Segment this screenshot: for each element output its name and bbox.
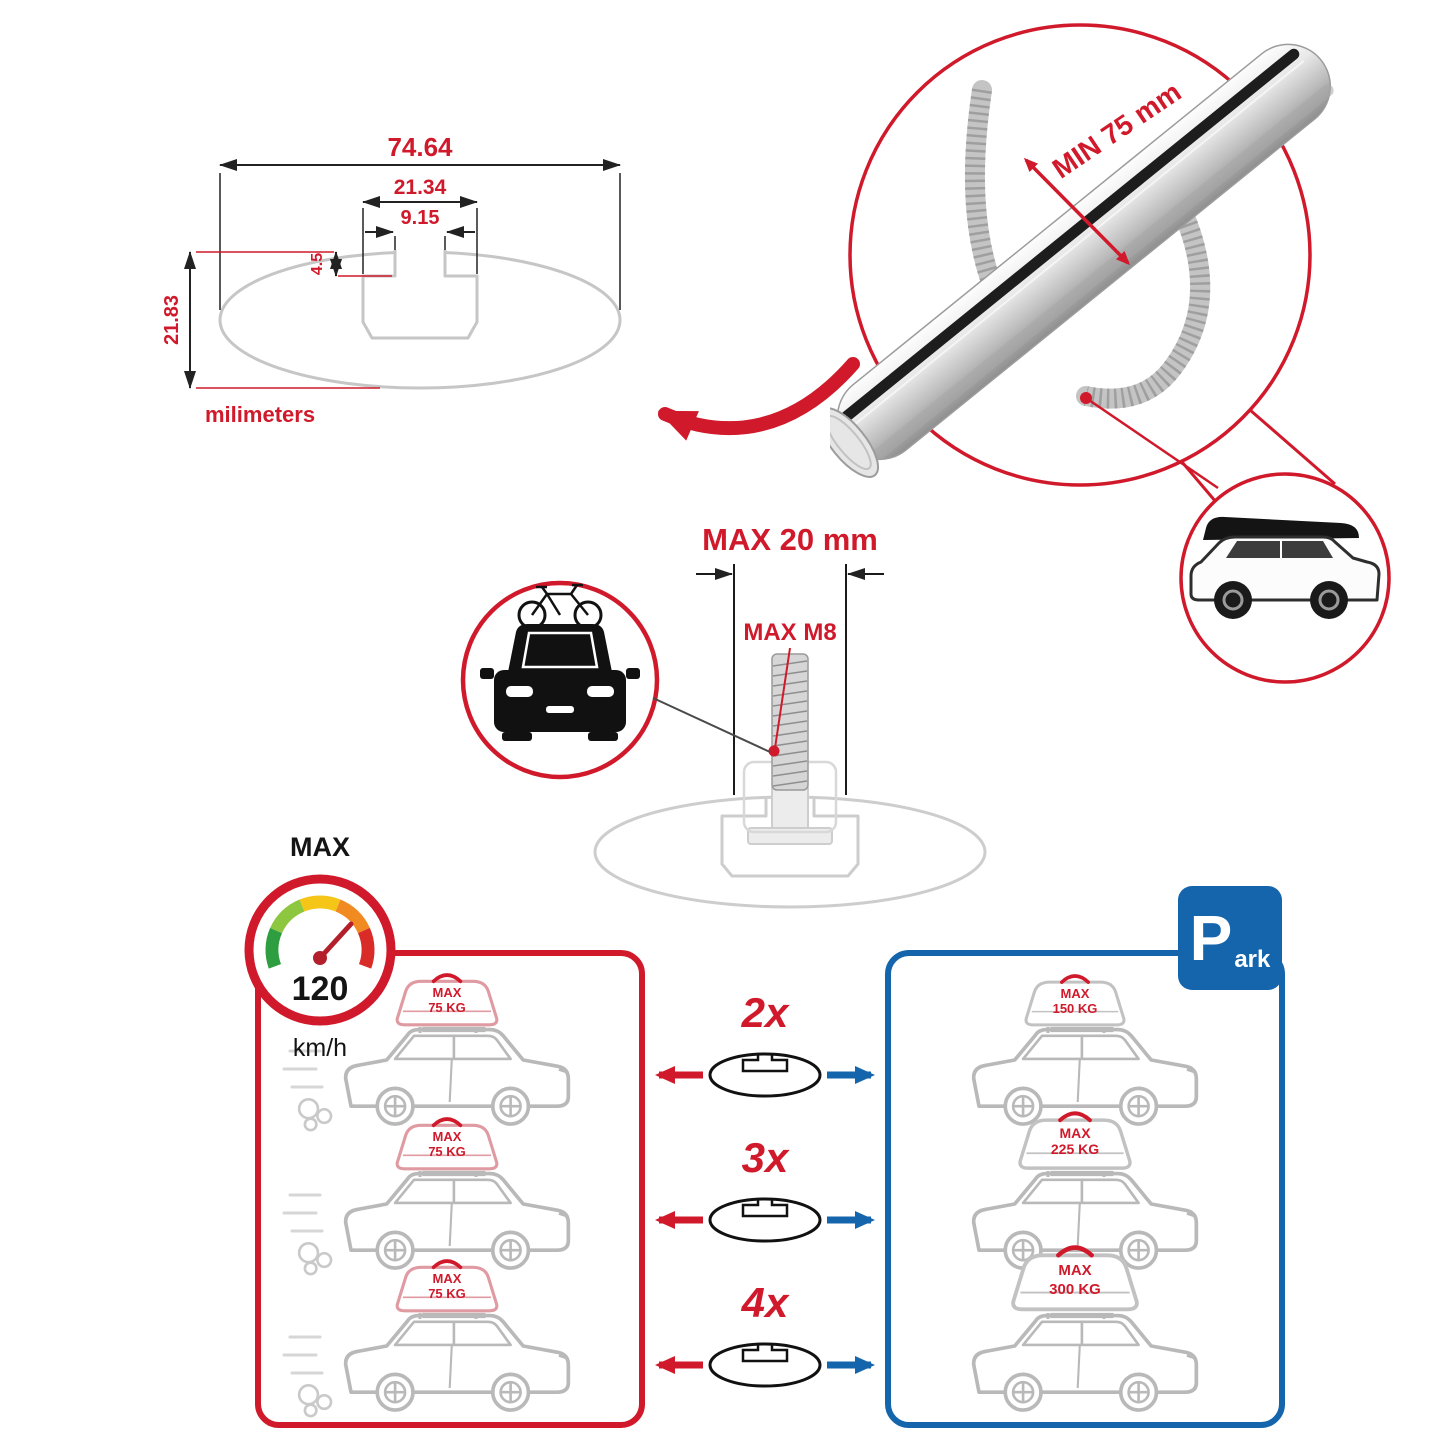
gauge-pivot	[313, 951, 327, 965]
circle-leader-line	[652, 697, 771, 753]
units-label: milimeters	[205, 402, 315, 427]
bag-max-label: MAX	[433, 1271, 462, 1286]
dim-total-height-label: 21.83	[161, 295, 183, 345]
bag-weight-label: 75 KG	[428, 1286, 466, 1301]
thread-leader-line	[774, 647, 791, 749]
dim-total-width-label: 74.64	[387, 132, 453, 162]
bolt-diagram: MAX 20 mm MAX M8	[460, 522, 987, 909]
park-sign-letter: P	[1189, 902, 1233, 974]
bar-profile-icon	[708, 1342, 822, 1388]
crossbar-detail: MIN 75 mm	[830, 23, 1391, 684]
thread-point-dot	[768, 745, 780, 757]
parking-car-3: MAX 300 KG	[908, 1242, 1238, 1427]
speed-limit: MAX 120 km/h	[244, 832, 396, 1062]
car-front-icon	[480, 624, 640, 741]
circle-connector-line	[1180, 461, 1218, 503]
exhaust-smoke-icon	[297, 1383, 333, 1418]
bar-profile-channel	[741, 1344, 789, 1363]
bar-profile-icon	[708, 1052, 822, 1098]
callout-arrow	[657, 357, 860, 441]
crossbar-dimension-diagram: 74.64 21.34 9.15 4.5 21.83 milimeters	[161, 132, 622, 427]
speed-value: 120	[292, 970, 349, 1008]
bar-profile-icon	[708, 1197, 822, 1243]
strap-leader-line	[1085, 396, 1219, 490]
gauge-arcs	[265, 895, 375, 969]
driving-car-2: MAX 75 KG	[282, 1117, 610, 1276]
bag-max-label: MAX	[1059, 1125, 1091, 1141]
speed-unit: km/h	[293, 1034, 347, 1062]
suv-icon	[346, 1316, 569, 1411]
bar-count-3x: 3x	[655, 1134, 875, 1243]
bag-weight-label: 225 KG	[1051, 1141, 1099, 1157]
bag-max-label: MAX	[1061, 986, 1090, 1001]
bar-profile-channel	[741, 1054, 789, 1073]
motion-lines	[282, 1049, 324, 1089]
dim-slot-width-label: 9.15	[401, 207, 440, 229]
driving-car-3: MAX 75 KG	[282, 1259, 610, 1418]
dim-channel-width-label: 21.34	[394, 176, 447, 199]
bar-count-4x: 4x	[655, 1279, 875, 1388]
parking-car-2: MAX 225 KG	[908, 1100, 1238, 1285]
multiplier-label: 3x	[742, 1134, 790, 1181]
profile-channel	[361, 250, 479, 340]
speed-max-label: MAX	[290, 832, 350, 862]
multiplier-label: 2x	[741, 989, 790, 1036]
driving-car-1: MAX 75 KG	[282, 973, 610, 1132]
motion-lines	[282, 1335, 324, 1375]
bike-car-circle	[460, 580, 771, 780]
dim-slot-depth-label: 4.5	[309, 253, 326, 275]
bag-max-label: MAX	[1058, 1262, 1091, 1279]
bag-max-label: MAX	[433, 985, 462, 1000]
gauge-needle	[317, 921, 354, 961]
park-sign: P ark	[1178, 886, 1282, 990]
bolt-shank-ghost	[771, 787, 809, 831]
park-sign-text: ark	[1234, 946, 1271, 973]
bag-weight-label: 300 KG	[1049, 1281, 1101, 1298]
max-width-label: MAX 20 mm	[702, 522, 878, 557]
circle-connector-line	[1249, 408, 1336, 486]
callout-arrow-path	[657, 357, 860, 441]
bar-count-column: 2x 3x 4x	[655, 989, 875, 1388]
min-clearance-arrow	[1023, 157, 1131, 266]
bag-weight-label: 150 KG	[1053, 1001, 1098, 1016]
multiplier-label: 4x	[741, 1279, 790, 1326]
motion-lines	[282, 1193, 324, 1233]
t-nut-ghost	[747, 827, 833, 845]
bag-max-label: MAX	[433, 1129, 462, 1144]
bolt-icon	[771, 653, 809, 791]
bag-weight-label: 75 KG	[428, 1000, 466, 1015]
parking-car-1: MAX 150 KG	[908, 974, 1238, 1141]
thread-label: MAX M8	[743, 619, 836, 646]
bar-count-2x: 2x	[655, 989, 875, 1098]
suv-roofbox-icon	[1189, 516, 1381, 619]
bag-weight-label: 75 KG	[428, 1144, 466, 1159]
suv-icon	[974, 1316, 1197, 1411]
bar-profile-channel	[741, 1199, 789, 1218]
